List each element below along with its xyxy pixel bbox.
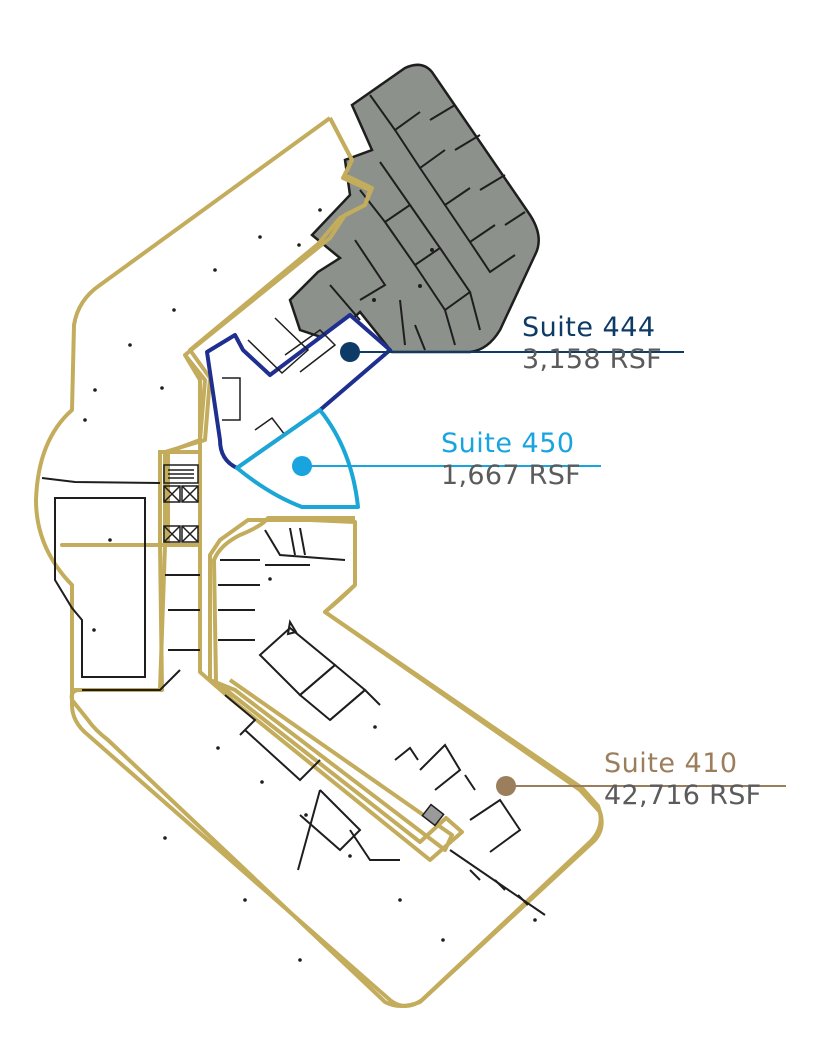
wall-lines: [165, 527, 546, 916]
suite-450-callout[interactable]: Suite 450 1,667 RSF: [441, 428, 581, 492]
suite-410-outline: [60, 117, 604, 1008]
columns: [83, 208, 537, 962]
suite-450-label: Suite 450: [441, 428, 575, 459]
suite-410-marker-icon[interactable]: [496, 776, 516, 796]
suite-450-marker-icon[interactable]: [292, 456, 312, 476]
suite-410-label: Suite 410: [604, 748, 738, 779]
suite-444-callout[interactable]: Suite 444 3,158 RSF: [522, 312, 662, 376]
suite-444-marker-icon[interactable]: [340, 342, 360, 362]
suite-444-area: 3,158 RSF: [522, 344, 663, 375]
occupied-area: [288, 63, 540, 354]
west-room-walls: [41, 477, 181, 691]
suite-410-area: 42,716 RSF: [604, 780, 762, 811]
suite-444-label: Suite 444: [522, 312, 656, 343]
core-stairs: [163, 464, 199, 543]
suite-450-area: 1,667 RSF: [441, 460, 582, 491]
suite-410-callout[interactable]: Suite 410 42,716 RSF: [604, 748, 762, 812]
